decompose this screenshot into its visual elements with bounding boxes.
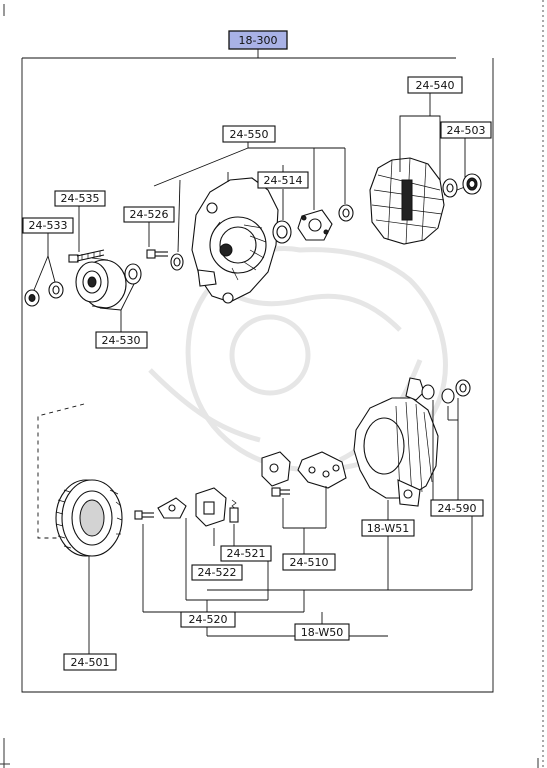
label-24-540[interactable]: 24-540: [407, 76, 463, 94]
pulley-spacer: [124, 263, 142, 285]
diagram-frame: [21, 49, 494, 693]
brush-holder: [195, 487, 227, 527]
bearing-retainer-plate: [297, 209, 333, 241]
label-text: 24-510: [290, 556, 329, 569]
label-text: 24-550: [230, 128, 269, 141]
label-24-521[interactable]: 24-521: [220, 545, 272, 562]
label-24-590[interactable]: 24-590: [430, 499, 484, 517]
label-24-530[interactable]: 24-530: [95, 331, 148, 349]
pulley-bolt: [68, 249, 105, 263]
through-bolt: [146, 249, 168, 259]
header-ref-box[interactable]: 18-300: [228, 30, 288, 50]
label-18-W50[interactable]: 18-W50: [294, 623, 350, 641]
label-text: 24-590: [438, 502, 477, 515]
label-24-503[interactable]: 24-503: [440, 121, 492, 139]
label-text: 18-W51: [367, 522, 409, 535]
label-text: 24-520: [189, 613, 228, 626]
label-24-550[interactable]: 24-550: [222, 125, 276, 143]
pulley: [75, 257, 127, 309]
label-24-510[interactable]: 24-510: [282, 553, 336, 571]
label-text: 24-501: [71, 656, 110, 669]
label-18-W51[interactable]: 18-W51: [361, 519, 415, 537]
front-housing: [353, 397, 439, 507]
label-text: 24-533: [29, 219, 68, 232]
label-text: 24-521: [227, 547, 266, 560]
front-housing-bracket: [405, 377, 425, 401]
label-text: 24-514: [264, 174, 303, 187]
rotor-assembly: [369, 157, 471, 245]
leader-lines: [33, 93, 473, 654]
housing-washer: [170, 253, 184, 271]
rear-housing: [191, 177, 279, 304]
front-bearing-set: [421, 379, 471, 404]
stator: [55, 479, 123, 557]
label-24-526[interactable]: 24-526: [123, 206, 175, 223]
brush-spring: [229, 499, 239, 523]
label-text: 24-535: [61, 192, 100, 205]
diode-plate: [157, 497, 187, 519]
stator-screw: [134, 510, 154, 520]
label-24-533[interactable]: 24-533: [22, 217, 74, 234]
label-text: 24-503: [447, 124, 486, 137]
rear-nut: [338, 204, 354, 222]
label-text: 24-526: [130, 208, 169, 221]
pulley-nut: [24, 289, 40, 307]
label-24-514[interactable]: 24-514: [257, 171, 309, 189]
rectifier: [297, 451, 347, 489]
label-text: 24-522: [198, 566, 237, 579]
label-24-520[interactable]: 24-520: [180, 611, 236, 628]
label-24-522[interactable]: 24-522: [191, 564, 243, 581]
label-text: 18-W50: [301, 626, 343, 639]
regulator-screw: [271, 487, 290, 497]
label-24-535[interactable]: 24-535: [54, 190, 106, 207]
rotor-bearing: [442, 173, 482, 198]
pulley-washer: [48, 281, 64, 299]
label-text: 24-530: [102, 334, 141, 347]
label-text: 24-540: [416, 79, 455, 92]
rear-bearing: [272, 220, 292, 244]
label-24-501[interactable]: 24-501: [63, 653, 117, 671]
header-ref-label: 18-300: [239, 34, 278, 47]
regulator: [261, 451, 291, 487]
